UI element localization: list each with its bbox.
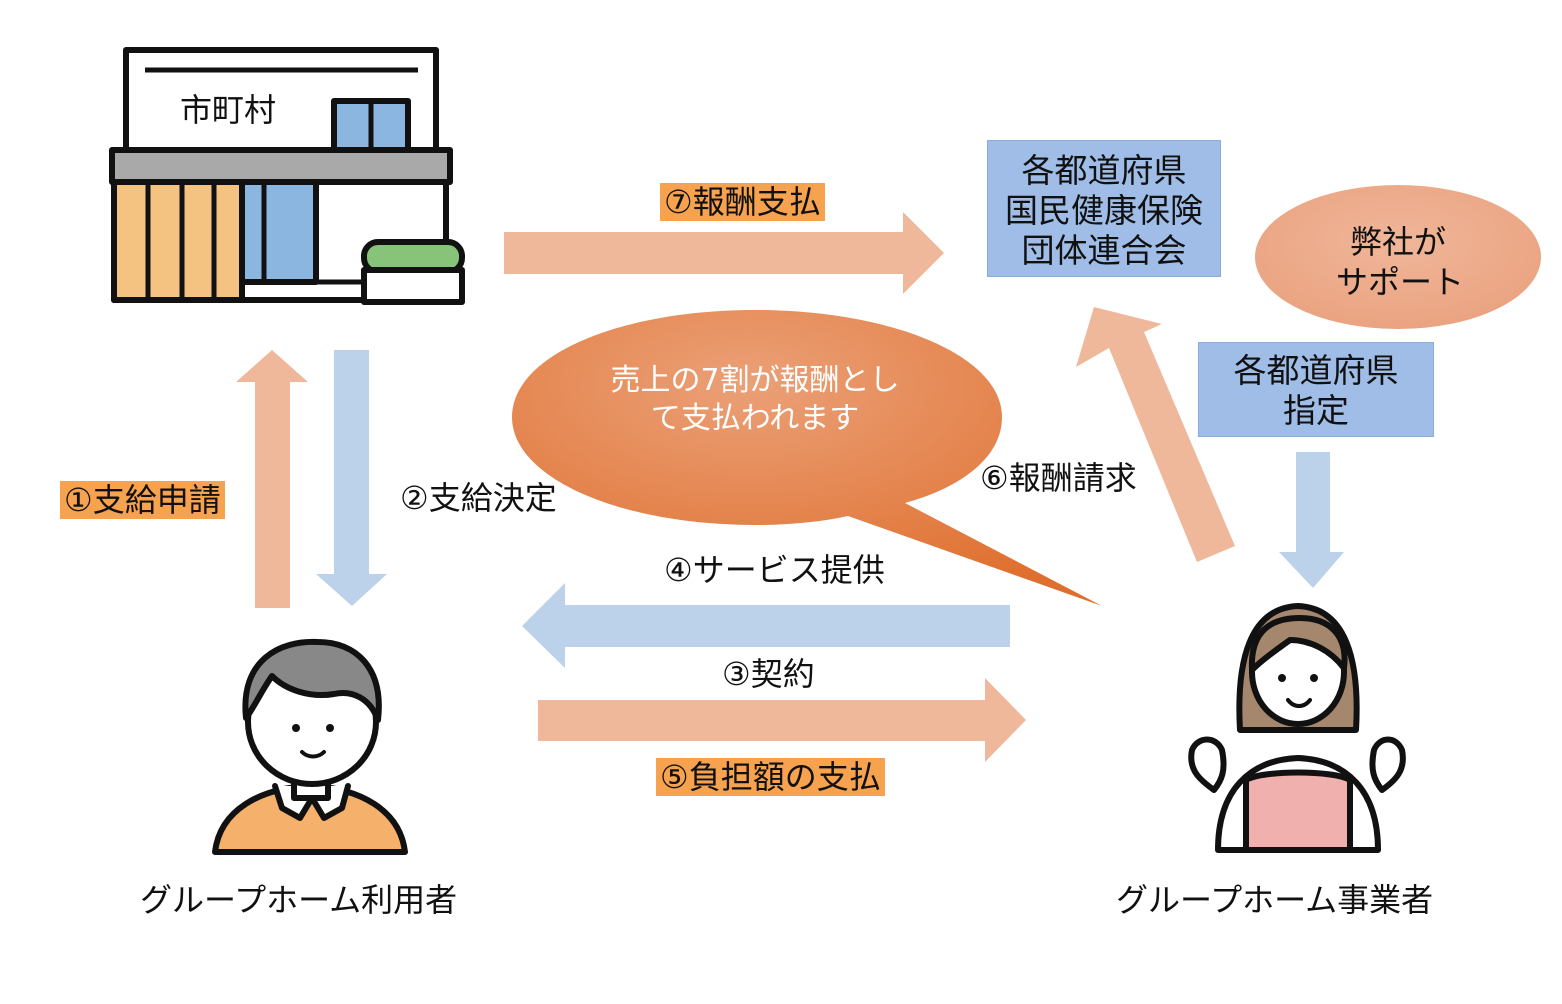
step-1-text: ①支給申請 (60, 481, 225, 519)
arrow-designation-down (1279, 452, 1344, 588)
arrow-s7-right (504, 212, 944, 294)
arrow-s6-diagonal (1076, 307, 1235, 562)
kokuho-line-2: 国民健康保険 (1005, 191, 1203, 230)
arrow-s4-left (522, 583, 1010, 668)
user-man-icon (212, 638, 408, 855)
kokuho-line-3: 団体連合会 (1021, 231, 1187, 270)
step-1-label: ①支給申請 (60, 480, 225, 520)
step-4-label: ④サービス提供 (664, 551, 885, 589)
speech-bubble-shape (512, 310, 1102, 606)
city-hall-icon (109, 47, 465, 305)
city-label: 市町村 (180, 91, 277, 129)
step-5-text: ⑤負担額の支払 (656, 758, 885, 796)
support-ellipse (1255, 185, 1541, 329)
designation-line-2: 指定 (1283, 391, 1349, 430)
bubble-line-2: て支払われます (650, 401, 860, 436)
kokuho-line-1: 各都道府県 (1021, 151, 1187, 190)
arrow-s2-down (316, 350, 387, 606)
support-label: 弊社が サポート (1336, 222, 1465, 302)
bubble-text: 売上の7割が報酬とし て支払われます (560, 362, 950, 438)
arrow-s3-right (538, 678, 1026, 762)
user-label: グループホーム利用者 (140, 881, 458, 919)
support-line-2: サポート (1336, 263, 1465, 301)
arrow-s1-up (236, 350, 308, 608)
designation-line-1: 各都道府県 (1233, 351, 1399, 390)
step-7-text: ⑦報酬支払 (660, 183, 825, 221)
designation-box: 各都道府県 指定 (1198, 342, 1434, 437)
step-7-label: ⑦報酬支払 (660, 182, 825, 222)
support-line-1: 弊社が (1349, 223, 1446, 261)
kokuho-box: 各都道府県 国民健康保険 団体連合会 (987, 140, 1221, 277)
provider-label: グループホーム事業者 (1116, 881, 1434, 919)
step-2-label: ②支給決定 (400, 479, 557, 517)
step-6-label: ⑥報酬請求 (980, 459, 1137, 497)
bubble-line-1: 売上の7割が報酬とし (610, 363, 900, 398)
step-5-label: ⑤負担額の支払 (656, 757, 885, 797)
provider-woman-icon (1188, 603, 1406, 853)
step-3-label: ③契約 (722, 655, 815, 693)
